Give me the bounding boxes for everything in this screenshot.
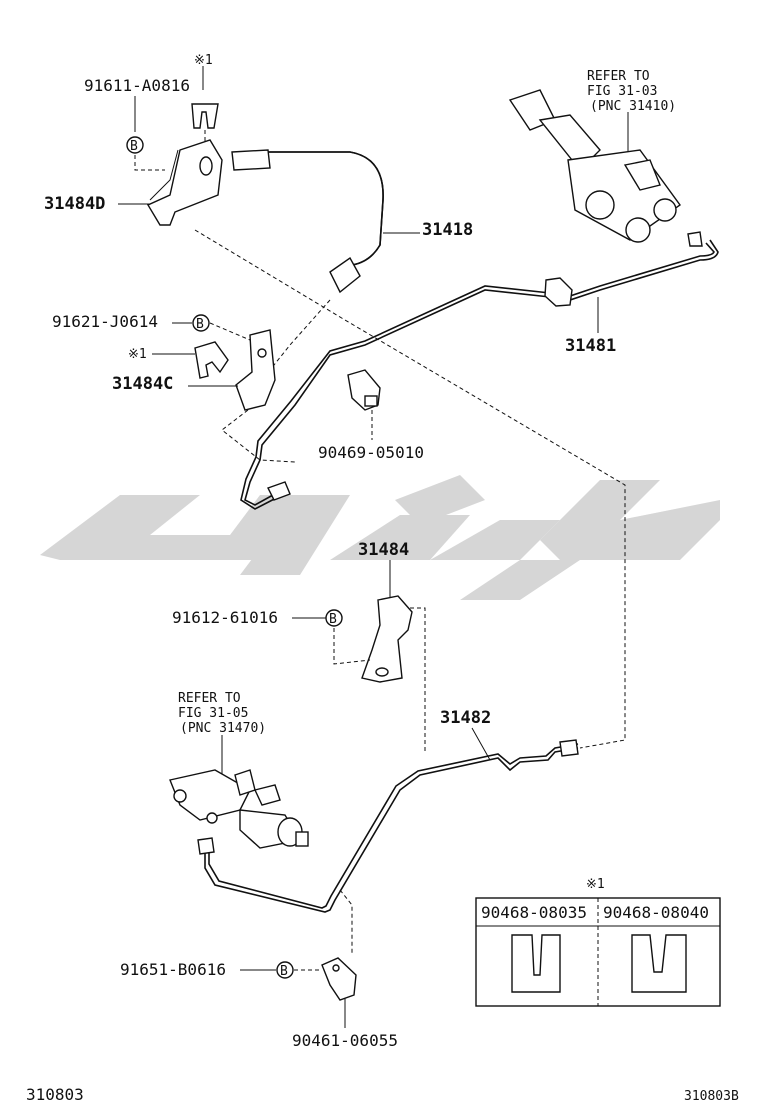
tube-31481 — [240, 231, 719, 510]
label-31482: 31482 — [440, 708, 491, 728]
bolt-b-top: B — [126, 136, 144, 154]
label-31481: 31481 — [565, 336, 616, 356]
label-90468-08040: 90468-08040 — [603, 903, 709, 922]
label-refer-top-3: (PNC 31410) — [590, 99, 676, 114]
label-refer-bot-1: REFER TO — [178, 691, 241, 706]
svg-text:B: B — [196, 317, 204, 332]
bolt-b-lower: B — [325, 609, 343, 627]
label-star1-top: ※1 — [194, 53, 213, 68]
label-90469-05010: 90469-05010 — [318, 443, 424, 462]
release-cylinder — [169, 769, 309, 849]
bracket-31484c — [235, 329, 276, 411]
bolt-b-bottom: B — [276, 961, 294, 979]
label-91612-61016: 91612-61016 — [172, 608, 278, 627]
clip-mid — [194, 341, 229, 379]
label-refer-top-1: REFER TO — [587, 69, 650, 84]
svg-text:B: B — [280, 964, 288, 979]
label-refer-top-2: FIG 31-03 — [587, 84, 657, 99]
clip-90469-05010 — [347, 369, 381, 411]
label-refer-bot-3: (PNC 31470) — [180, 721, 266, 736]
label-91651-b0616: 91651-B0616 — [120, 960, 226, 979]
label-91621-j0614: 91621-J0614 — [52, 312, 158, 331]
tube-31482 — [197, 739, 579, 913]
svg-text:B: B — [130, 139, 138, 154]
hose-31418 — [231, 149, 384, 294]
master-cylinder — [508, 89, 681, 243]
clip-table-box — [475, 897, 721, 1007]
bracket-31484 — [361, 595, 413, 683]
label-star1-mid: ※1 — [128, 347, 147, 362]
clip-top — [191, 103, 219, 129]
bracket-31484d — [146, 139, 223, 226]
label-31484c: 31484C — [112, 374, 173, 394]
figure-number-left: 310803 — [26, 1085, 84, 1104]
label-star1-box: ※1 — [586, 877, 605, 892]
label-91611-a0816: 91611-A0816 — [84, 76, 190, 95]
label-31484: 31484 — [358, 540, 409, 560]
label-31484d: 31484D — [44, 194, 105, 214]
watermark — [40, 475, 720, 600]
label-31418: 31418 — [422, 220, 473, 240]
figure-number-right: 310803B — [684, 1089, 739, 1104]
clip-90461-06055 — [321, 957, 357, 1001]
label-refer-bot-2: FIG 31-05 — [178, 706, 248, 721]
label-90468-08035: 90468-08035 — [481, 903, 587, 922]
label-90461-06055: 90461-06055 — [292, 1031, 398, 1050]
bolt-b-mid: B — [192, 314, 210, 332]
svg-text:B: B — [329, 612, 337, 627]
